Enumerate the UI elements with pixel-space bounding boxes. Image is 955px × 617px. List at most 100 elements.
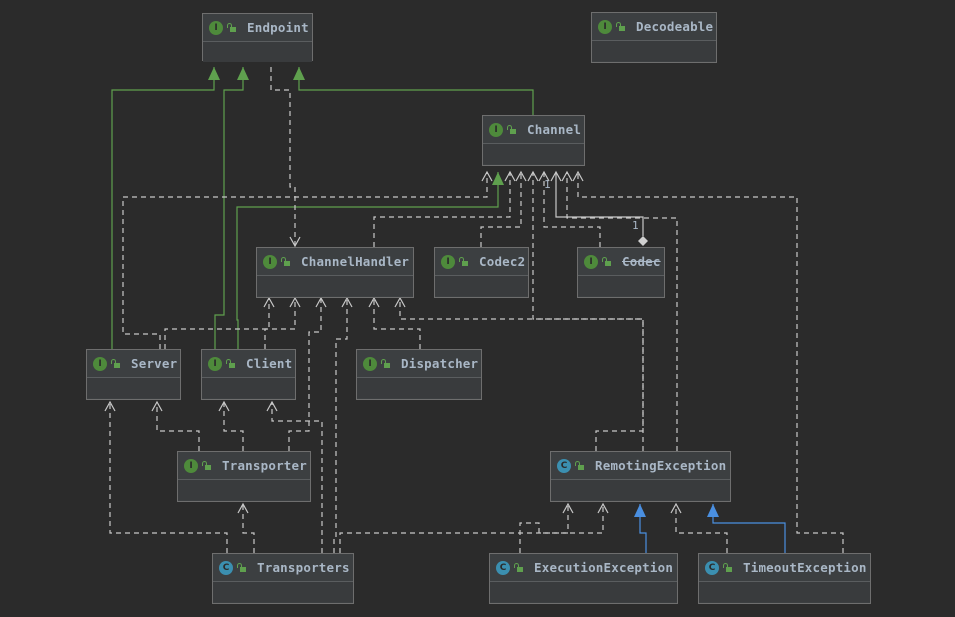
- edge-aggregation-codec-to-channel: [555, 172, 644, 236]
- public-lock-icon: [202, 460, 212, 471]
- public-lock-icon: [111, 358, 121, 369]
- arrowhead-open-icon: [538, 170, 550, 182]
- public-lock-icon: [575, 460, 585, 471]
- public-lock-icon: [226, 358, 236, 369]
- arrowhead-open-icon: [394, 296, 406, 308]
- arrowhead-open-icon: [504, 170, 516, 182]
- node-server[interactable]: I Server: [86, 349, 181, 400]
- public-lock-icon: [227, 22, 237, 33]
- interface-badge-icon: I: [209, 20, 223, 35]
- arrowhead-triangle-icon: [707, 504, 719, 517]
- aggregation-diamond-icon: [638, 236, 648, 246]
- edge-dependency-executionexception-to-remotingexception: [519, 504, 604, 553]
- edge-extends-client-to-channel: [236, 172, 499, 349]
- arrowhead-open-icon: [562, 502, 574, 514]
- node-label: RemotingException: [595, 458, 727, 473]
- arrowhead-triangle-icon: [634, 504, 646, 517]
- edge-dependency-transporters-to-client: [271, 402, 323, 553]
- edge-dependency-server-to-channelhandler: [164, 298, 270, 349]
- edge-dependency-timeoutexception-to-remotingexception: [675, 504, 728, 553]
- node-label: TimeoutException: [743, 560, 867, 575]
- edge-dependency-remotingexception-to-channel: [566, 172, 678, 451]
- node-codec[interactable]: I Codec: [577, 247, 665, 298]
- node-transporter[interactable]: I Transporter: [177, 451, 311, 502]
- edge-dependency-remotingexception-to-channelhandler: [399, 298, 644, 451]
- edge-dependency-endpoint-to-channelhandler: [270, 67, 296, 246]
- node-remotingexception[interactable]: C RemotingException: [550, 451, 731, 502]
- interface-badge-icon: I: [208, 356, 222, 371]
- node-label: Endpoint: [247, 20, 309, 35]
- arrowhead-open-icon: [527, 170, 539, 182]
- public-lock-icon: [507, 124, 517, 135]
- arrowhead-open-icon: [237, 502, 249, 514]
- node-label: Transporters: [257, 560, 350, 575]
- public-lock-icon: [281, 256, 291, 267]
- arrowhead-open-icon: [572, 170, 584, 182]
- edge-dependency-remotingexception-to-channel: [532, 172, 644, 451]
- interface-badge-icon: I: [263, 254, 277, 269]
- node-label: Decodeable: [636, 19, 714, 34]
- edge-dependency-timeoutexception-to-channel: [577, 172, 844, 553]
- edge-dependency-codec-to-channel: [543, 172, 601, 247]
- interface-badge-icon: I: [363, 356, 377, 371]
- arrowhead-open-icon: [368, 296, 380, 308]
- arrowhead-open-icon: [289, 236, 301, 248]
- class-badge-icon: C: [496, 560, 510, 575]
- node-label: Channel: [527, 122, 582, 137]
- arrowhead-open-icon: [266, 400, 278, 412]
- multiplicity-label-channel-end: 1: [544, 178, 551, 191]
- edge-dependency-server-to-channel: [122, 172, 488, 349]
- arrowhead-open-icon: [315, 296, 327, 308]
- edge-dependency-transporter-to-channelhandler: [288, 298, 322, 451]
- arrowhead-triangle-icon: [208, 67, 220, 80]
- class-badge-icon: C: [219, 560, 233, 575]
- arrowhead-triangle-icon: [293, 67, 305, 80]
- public-lock-icon: [381, 358, 391, 369]
- node-label: Codec2: [479, 254, 526, 269]
- arrowhead-open-icon: [670, 502, 682, 514]
- arrowhead-open-icon: [151, 400, 163, 412]
- arrowhead-open-icon: [561, 170, 573, 182]
- edge-dependency-transporters-to-channelhandler: [333, 298, 348, 553]
- public-lock-icon: [459, 256, 469, 267]
- edge-extends-server-to-endpoint: [111, 67, 215, 349]
- arrowhead-triangle-icon: [492, 172, 504, 185]
- arrowhead-triangle-icon: [237, 67, 249, 80]
- arrowhead-open-icon: [515, 170, 527, 182]
- edge-dependency-transporters-to-server: [109, 402, 228, 553]
- multiplicity-label-codec-end: 1: [632, 219, 639, 232]
- public-lock-icon: [602, 256, 612, 267]
- node-label: Codec: [622, 254, 661, 269]
- node-label: Transporter: [222, 458, 307, 473]
- arrowhead-open-icon: [104, 400, 116, 412]
- node-label: Server: [131, 356, 178, 371]
- edge-extends-client-to-endpoint: [214, 67, 244, 349]
- arrowhead-open-icon: [550, 170, 562, 182]
- interface-badge-icon: I: [93, 356, 107, 371]
- class-badge-icon: C: [557, 458, 571, 473]
- edge-extends-executionexception-to-remotingexception: [639, 504, 647, 553]
- edge-extends-timeoutexception-to-remotingexception: [712, 504, 786, 553]
- edge-dependency-transporters-to-transporter: [242, 504, 255, 553]
- node-endpoint[interactable]: I Endpoint: [202, 13, 313, 62]
- edge-dependency-transporters-to-remotingexception: [339, 504, 569, 553]
- arrowhead-open-icon: [481, 170, 493, 182]
- edge-extends-channel-to-endpoint: [298, 67, 534, 115]
- edge-dependency-dispatcher-to-channelhandler: [373, 298, 421, 349]
- arrowhead-open-icon: [289, 296, 301, 308]
- arrowhead-open-icon: [341, 296, 353, 308]
- edge-dependency-transporter-to-client: [223, 402, 244, 451]
- interface-badge-icon: I: [184, 458, 198, 473]
- node-transporters[interactable]: C Transporters: [212, 553, 354, 604]
- interface-badge-icon: I: [584, 254, 598, 269]
- public-lock-icon: [237, 562, 247, 573]
